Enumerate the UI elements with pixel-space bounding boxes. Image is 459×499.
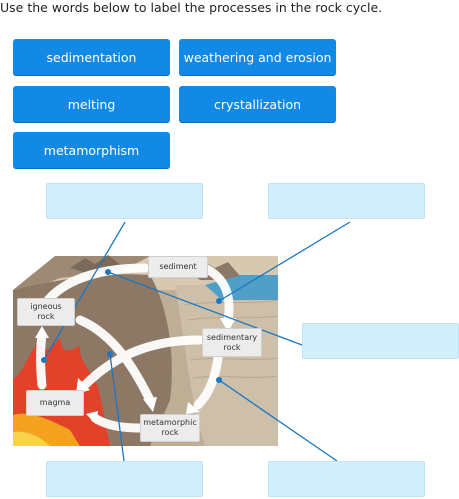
arrow-igneous-to-metamorphic	[75, 315, 155, 405]
label-sedimentary-rock: sedimentary rock	[202, 328, 262, 357]
arrow-metamorphic-to-magma	[90, 413, 145, 433]
leader-line-3	[107, 271, 303, 346]
leader-line-4	[109, 353, 125, 462]
word-chip-crystallization[interactable]: crystallization	[179, 86, 336, 122]
word-chip-metamorphism[interactable]: metamorphism	[13, 132, 170, 168]
drop-zone-2[interactable]	[268, 183, 425, 219]
word-chip-melting[interactable]: melting	[13, 86, 170, 122]
arrow-magma-to-igneous	[36, 330, 47, 390]
arrow-igneous-to-sediment	[43, 263, 150, 305]
drop-zone-1[interactable]	[46, 183, 203, 219]
word-chip-sedimentation[interactable]: sedimentation	[13, 39, 170, 75]
arrow-sedimentary-to-metamorphic	[193, 353, 223, 410]
arrow-sediment-to-sedimentary	[200, 263, 234, 325]
arrow-sedimentary-to-magma	[80, 335, 205, 390]
label-sediment: sediment	[148, 256, 208, 278]
leader-line-5	[218, 379, 338, 462]
drop-zone-3[interactable]	[302, 323, 459, 359]
drop-zone-4[interactable]	[46, 461, 203, 497]
label-magma: magma	[26, 390, 84, 416]
leader-line-2	[218, 221, 351, 302]
leader-line-1	[43, 221, 126, 361]
label-metamorphic-rock: metamorphic rock	[140, 414, 200, 442]
instruction-text: Use the words below to label the process…	[0, 0, 383, 15]
label-igneous-rock: igneous rock	[17, 298, 75, 326]
word-chip-weathering-and-erosion[interactable]: weathering and erosion	[179, 39, 336, 75]
drop-zone-5[interactable]	[268, 461, 425, 497]
